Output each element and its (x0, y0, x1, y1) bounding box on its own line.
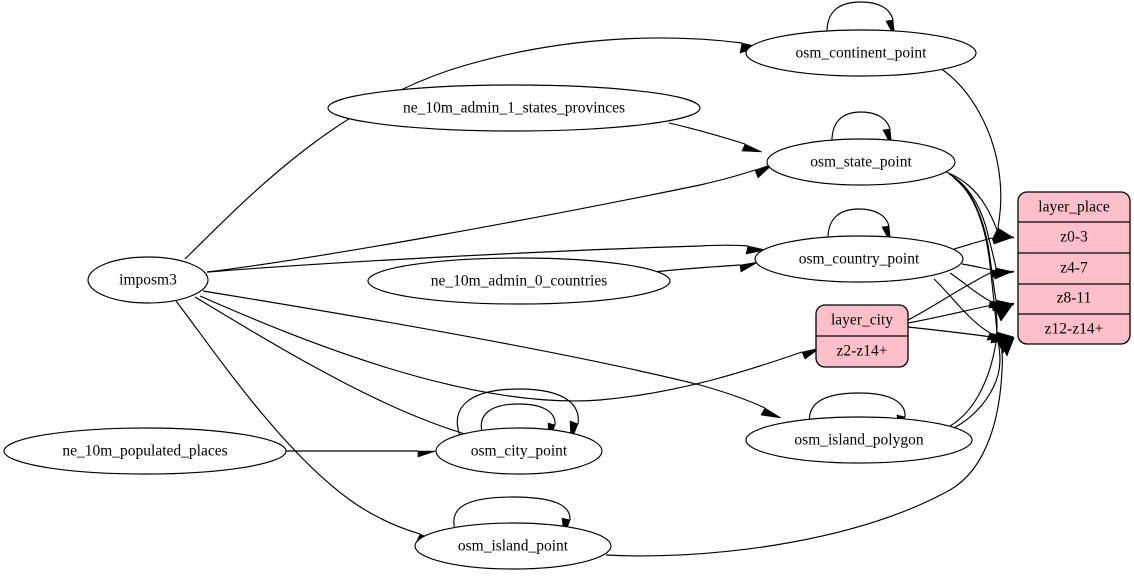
node-label-ne-10m-populated-places: ne_10m_populated_places (62, 443, 227, 460)
edge-osm-country-point-to-layer-place-z0-3 (953, 236, 1015, 250)
edge-ne-populated-places-to-osm-city-point (286, 450, 437, 458)
edge-osm-state-point-to-layer-place-z0-3 (945, 171, 1015, 239)
edge-osm-island-polygon-to-layer-place-z8-11 (949, 303, 1014, 427)
layer-city-row-z2-z14-label: z2-z14+ (837, 343, 888, 360)
edge-imposm3-to-osm-island-point (175, 300, 438, 542)
node-label-osm-continent-point: osm_continent_point (796, 45, 928, 62)
edge-osm-continent-point-to-layer-place-z0-3 (939, 67, 1015, 239)
nodes-layer: imposm3 ne_10m_admin_1_states_provinces … (3, 29, 977, 570)
node-label-osm-state-point: osm_state_point (810, 154, 912, 171)
edge-imposm3-to-osm-country-point (207, 244, 767, 273)
layer-place-header-label: layer_place (1038, 199, 1110, 216)
edge-imposm3-to-layer-city (199, 295, 821, 402)
edge-imposm3-to-osm-state-point (206, 163, 774, 273)
node-label-imposm3: imposm3 (119, 272, 177, 289)
edge-self-loop-osm-city-point-outer (456, 388, 579, 442)
node-osm-city-point[interactable]: osm_city_point (435, 427, 603, 475)
node-osm-country-point[interactable]: osm_country_point (754, 235, 964, 283)
edge-imposm3-to-osm-island-polygon (202, 290, 782, 419)
node-label-ne-10m-admin-0-countries: ne_10m_admin_0_countries (431, 273, 608, 290)
node-osm-island-point[interactable]: osm_island_point (414, 522, 612, 570)
node-osm-state-point[interactable]: osm_state_point (766, 138, 956, 186)
edge-layer-city-to-layer-place-z4-7 (907, 270, 1015, 321)
edge-ne-states-provinces-to-osm-state-point (668, 122, 763, 153)
node-label-ne-10m-admin-1-states-provinces: ne_10m_admin_1_states_provinces (403, 100, 625, 117)
edge-layer-city-to-layer-place-z8-11 (907, 302, 1015, 324)
edge-imposm3-to-osm-city-point (194, 296, 483, 443)
node-osm-island-polygon[interactable]: osm_island_polygon (745, 416, 973, 464)
layer-place-row-z12-z14-label: z12-z14+ (1045, 321, 1104, 338)
node-label-osm-island-point: osm_island_point (458, 538, 569, 555)
edge-imposm3-to-osm-continent-point (184, 37, 762, 260)
node-label-osm-city-point: osm_city_point (471, 443, 568, 460)
layer-place-row-z4-7-label: z4-7 (1060, 260, 1088, 277)
node-osm-continent-point[interactable]: osm_continent_point (745, 29, 977, 77)
edge-osm-island-point-to-layer-place-z12 (605, 337, 1015, 557)
node-ne-10m-populated-places[interactable]: ne_10m_populated_places (3, 427, 287, 475)
node-layer-place[interactable]: layer_place z0-3 z4-7 z8-11 z12-z14+ (1017, 191, 1131, 345)
layer-place-row-z0-3-label: z0-3 (1060, 229, 1088, 246)
node-imposm3[interactable]: imposm3 (87, 256, 209, 304)
edge-ne-admin-0-countries-to-osm-country-point (653, 261, 759, 273)
node-label-osm-country-point: osm_country_point (799, 251, 920, 268)
node-ne-10m-admin-0-countries[interactable]: ne_10m_admin_0_countries (367, 257, 671, 305)
record-nodes-layer: layer_place z0-3 z4-7 z8-11 z12-z14+ lay… (815, 191, 1131, 368)
layer-city-header-label: layer_city (831, 312, 893, 329)
node-label-osm-island-polygon: osm_island_polygon (794, 432, 923, 449)
node-layer-city[interactable]: layer_city z2-z14+ (815, 304, 909, 368)
node-ne-10m-admin-1-states-provinces[interactable]: ne_10m_admin_1_states_provinces (327, 84, 701, 132)
layer-place-row-z8-11-label: z8-11 (1057, 290, 1092, 307)
